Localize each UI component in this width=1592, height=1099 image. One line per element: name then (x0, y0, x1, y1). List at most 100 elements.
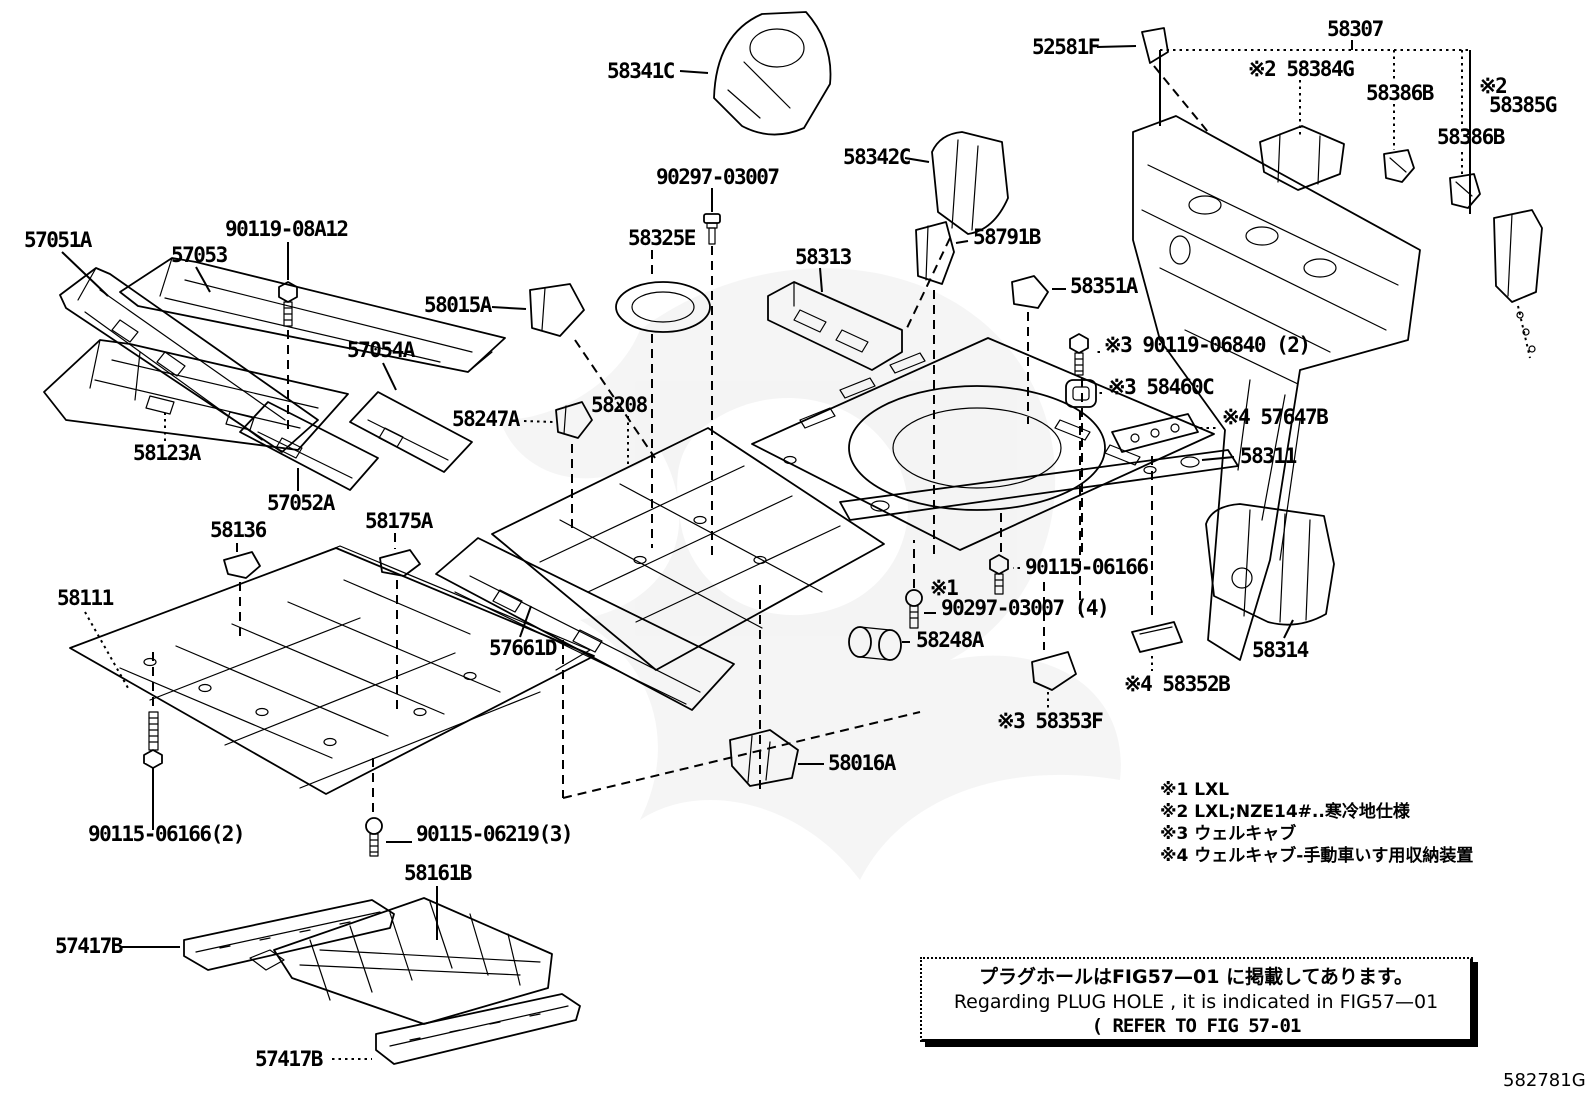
part-label-57054A: 57054A (347, 338, 415, 362)
part-label-58351A: 58351A (1070, 274, 1138, 298)
part-57417B-rail-lower (375, 993, 581, 1065)
part-58208-center-floor-pan (491, 427, 885, 671)
part-label-58161B: 58161B (404, 861, 472, 885)
leader-line (523, 420, 554, 423)
part-label-58247A: 58247A (452, 407, 520, 431)
leader-line (61, 251, 109, 297)
part-rear-floor-pan (751, 337, 1215, 551)
part-58123A-floor-side-member (43, 339, 349, 451)
leader-line (382, 362, 397, 391)
part-label-57052A: 57052A (267, 491, 335, 515)
bolt-90115-06166-2-icon (143, 711, 163, 769)
part-58136-clip (223, 551, 261, 579)
part-58791B-bracket (915, 221, 955, 285)
info-box-line-en: Regarding PLUG HOLE , it is indicated in… (953, 990, 1439, 1013)
part-label-58386B-2: 58386B (1437, 125, 1505, 149)
bolt-90297-03007-icon (703, 213, 721, 245)
part-label-57417B-2: 57417B (255, 1047, 323, 1071)
part-label-52581F: 52581F (1032, 35, 1100, 59)
leader-line (491, 306, 527, 310)
figure-code: 582781G (1503, 1070, 1586, 1091)
part-label-58352B: ※4 58352B (1124, 672, 1231, 696)
part-label-58313: 58313 (795, 245, 852, 269)
part-label-57661D: 57661D (489, 636, 557, 660)
part-label-90119-08A12: 90119-08A12 (225, 217, 349, 241)
note-line-4: ※4 ウェルキャブ-手動車いす用収納装置 (1160, 846, 1474, 866)
part-58385G-protector (1493, 209, 1543, 353)
info-box-line-jp: プラグホールはFIG57—01 に掲載してあります。 (978, 965, 1414, 988)
leader-line (519, 605, 532, 638)
part-57417B-rail-upper (183, 899, 395, 971)
part-label-58791B: 58791B (973, 225, 1041, 249)
part-label-90115-06166: 90115-06166 (1025, 555, 1149, 579)
part-58311-support-rail (839, 449, 1239, 521)
part-58342C-bracket (931, 131, 1009, 235)
part-label-58307: 58307 (1327, 17, 1384, 41)
part-label-58248A: 58248A (916, 628, 984, 652)
bolt-90297-03007-4-icon (905, 589, 923, 629)
part-58015A-bracket (529, 283, 585, 337)
part-label-90119-06840: ※3 90119-06840 (2) (1104, 333, 1311, 357)
part-57647B-bar (1111, 413, 1199, 453)
note-line-3: ※3 ウェルキャブ (1160, 824, 1297, 844)
leader-line (1283, 619, 1294, 639)
leader-line (1517, 305, 1531, 359)
part-57052A-crossmember (239, 401, 379, 491)
leader-line (1153, 65, 1209, 133)
part-58386B-clip-1 (1383, 149, 1415, 183)
part-label-58385G: 58385G (1489, 93, 1557, 117)
bolt-90119-06840-icon (1069, 333, 1089, 376)
part-58314-box-section (1205, 503, 1335, 626)
part-label-58353F: ※3 58353F (997, 709, 1104, 733)
part-label-58311: 58311 (1240, 444, 1297, 468)
part-58016A-bracket (729, 729, 799, 787)
part-58248A-clamp (848, 626, 902, 661)
part-57054A-crossmember (349, 391, 473, 473)
part-label-58123A: 58123A (133, 441, 201, 465)
part-label-58460C: ※3 58460C (1108, 375, 1215, 399)
part-58341C-wheelhouse-bracket (713, 11, 832, 136)
part-label-58314: 58314 (1252, 638, 1309, 662)
leader-line (905, 237, 951, 331)
part-58384G-bracket (1259, 125, 1345, 191)
leader-line (679, 70, 709, 74)
part-58247A-clip (555, 401, 593, 439)
part-label-58208: 58208 (591, 393, 648, 417)
part-label-90115-06166-2: 90115-06166(2) (88, 822, 246, 846)
bolt-90115-06219-3-icon (365, 817, 383, 857)
part-label-57417B-1: 57417B (55, 934, 123, 958)
leader-line (1096, 45, 1137, 48)
part-58352B-bar (1131, 621, 1183, 653)
part-58313-support (767, 281, 903, 371)
part-label-57053: 57053 (171, 243, 228, 267)
plug-hole-info-box: プラグホールはFIG57—01 に掲載してあります。 Regarding PLU… (920, 957, 1473, 1042)
part-58353F-plate (1031, 651, 1077, 691)
notes-block: ※1 LXL※2 LXL;NZE14#..寒冷地仕様※3 ウェルキャブ※4 ウェ… (1160, 779, 1473, 867)
part-label-57051A: 57051A (24, 228, 92, 252)
leader-line (195, 266, 211, 293)
bolt-90115-06166-icon (989, 554, 1009, 595)
part-52581F-flap (1141, 27, 1169, 64)
part-label-90115-06219-3: 90115-06219(3) (416, 822, 574, 846)
part-label-58342C: 58342C (843, 145, 911, 169)
note-line-1: ※1 LXL (1160, 780, 1230, 800)
part-label-58015A: 58015A (424, 293, 492, 317)
part-label-90297-03007-4: 90297-03007 (4) (941, 596, 1110, 620)
part-58111-front-floor-pan (69, 545, 595, 795)
leader-line (1201, 456, 1235, 461)
bolt-90119-08A12-icon (278, 281, 298, 327)
part-57661D-center-crossmember (435, 537, 735, 711)
part-58175A-clip (379, 549, 421, 577)
part-label-58384G: ※2 58384G (1248, 57, 1355, 81)
part-label-58386B-1: 58386B (1366, 81, 1434, 105)
part-label-58385G-mark: ※2 (1479, 74, 1508, 98)
part-label-58136: 58136 (210, 518, 267, 542)
part-label-58111: 58111 (57, 586, 114, 610)
part-label-58341C: 58341C (607, 59, 675, 83)
leader-line (819, 267, 823, 293)
part-label-58175A: 58175A (365, 509, 433, 533)
info-box-line-ref: ( REFER TO FIG 57-01 (1091, 1014, 1302, 1037)
